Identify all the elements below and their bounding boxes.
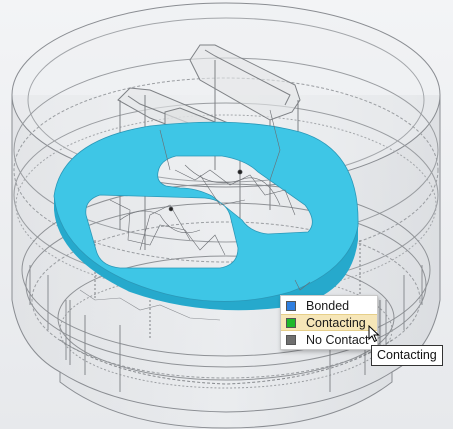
menu-item-label: Bonded: [306, 298, 350, 313]
highlighted-contact-face[interactable]: [53, 121, 359, 311]
contacting-swatch-icon: [286, 317, 296, 328]
lower-ribs: [59, 300, 393, 392]
mouse-cursor-icon: [368, 325, 380, 343]
menu-item-contacting[interactable]: Contacting: [281, 314, 377, 331]
no-contact-swatch-icon: [286, 334, 296, 345]
internal-mechanism: [79, 109, 311, 321]
menu-item-bonded[interactable]: Bonded: [281, 297, 377, 314]
contact-type-menu: Bonded Contacting No Contact: [280, 295, 378, 350]
menu-item-no-contact[interactable]: No Contact: [281, 331, 377, 348]
menu-item-label: Contacting: [306, 315, 366, 330]
menu-item-label: No Contact: [306, 332, 369, 347]
tooltip: Contacting: [371, 345, 443, 366]
bonded-swatch-icon: [286, 300, 296, 311]
